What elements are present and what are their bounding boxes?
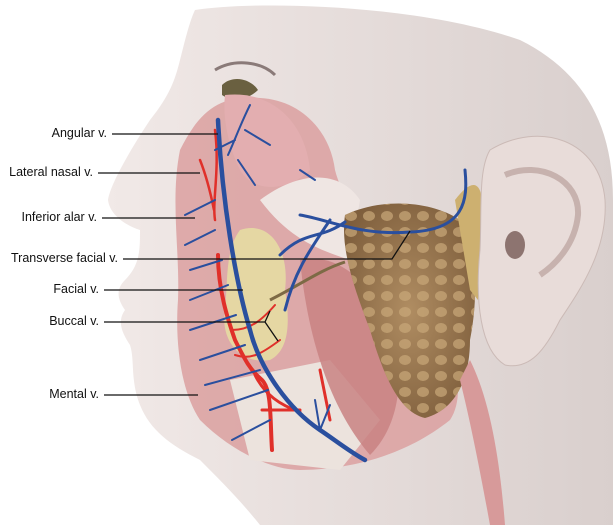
- buccal-fat: [224, 228, 288, 361]
- label-angular-vein: Angular v.: [51, 126, 107, 140]
- label-inferior-alar-vein: Inferior alar v.: [21, 210, 98, 224]
- parotid-duct: [269, 260, 346, 302]
- arteries: [198, 128, 332, 452]
- buccal-leader: [104, 310, 279, 342]
- transverse-facial-leader: [123, 230, 411, 260]
- label-buccal-vein: Buccal v.: [49, 314, 99, 328]
- label-mental-vein: Mental v.: [49, 387, 99, 401]
- label-facial-vein: Facial v.: [53, 282, 99, 296]
- leader-lines: [98, 133, 411, 396]
- label-transverse-facial-vein: Transverse facial v.: [11, 251, 118, 265]
- eye: [222, 78, 258, 100]
- label-lateral-nasal-vein: Lateral nasal v.: [9, 165, 93, 179]
